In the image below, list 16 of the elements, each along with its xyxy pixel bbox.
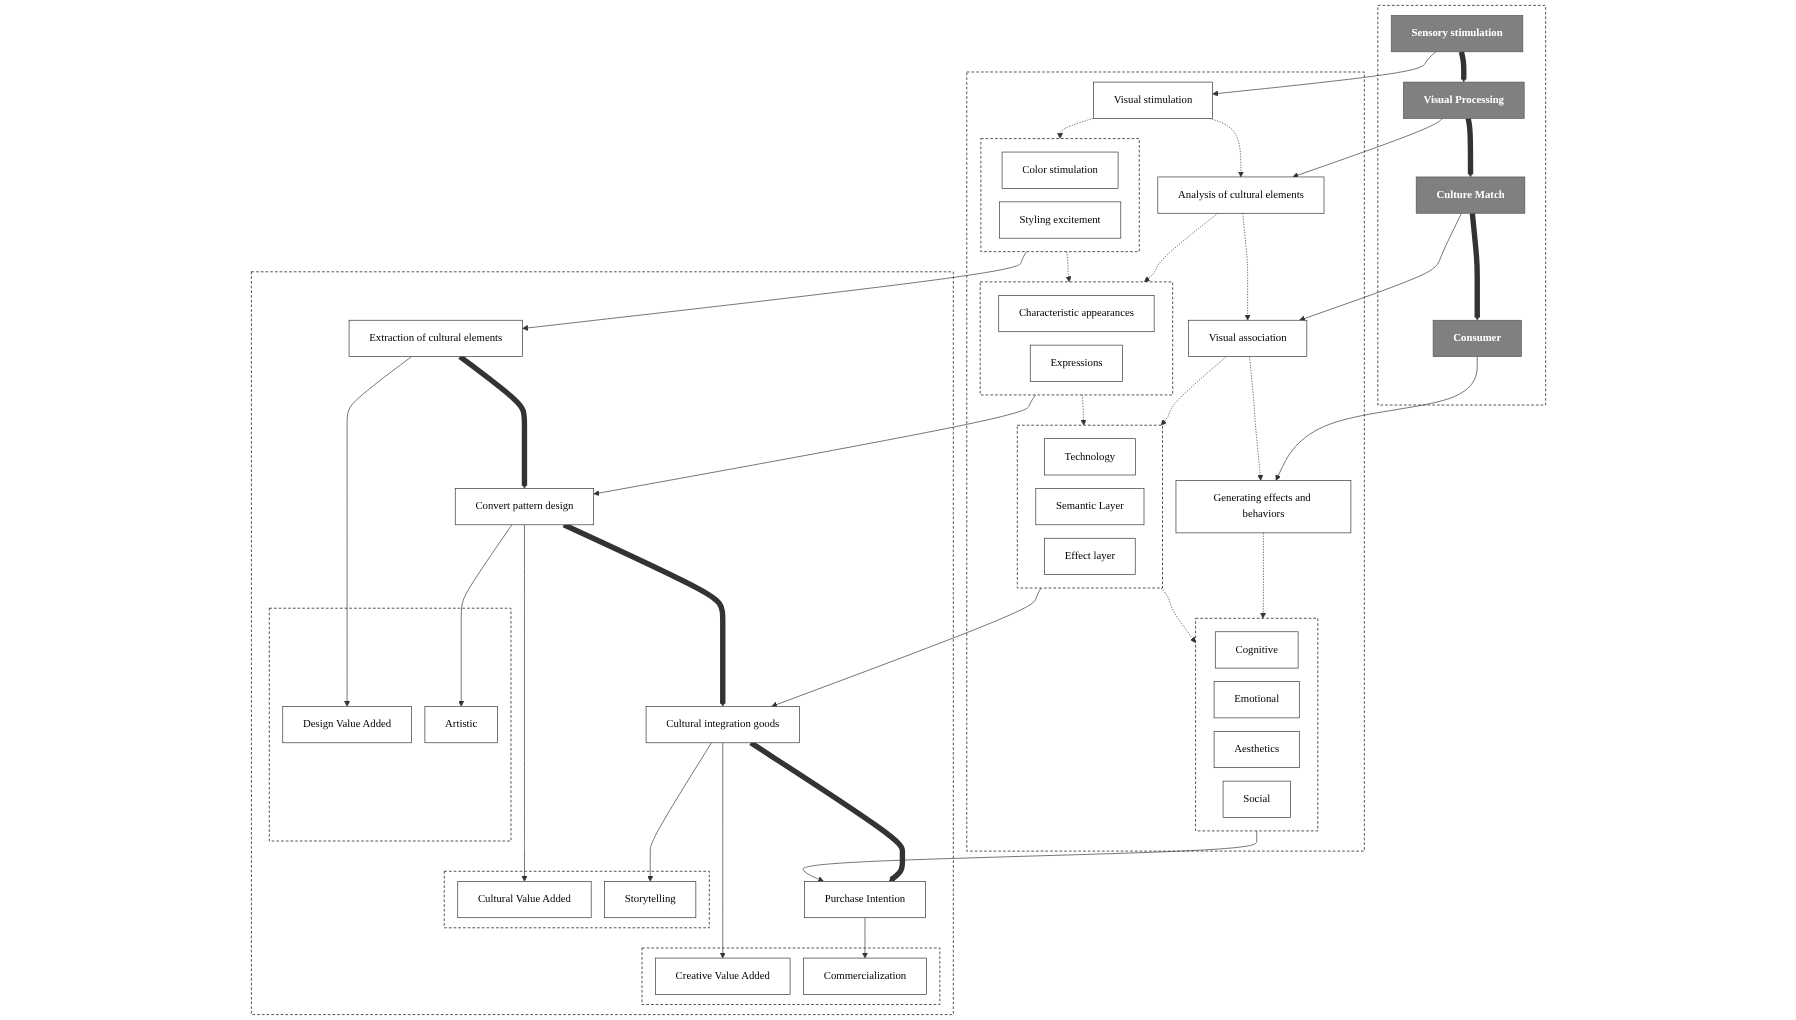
arrow	[1469, 213, 1480, 321]
cluster	[1194, 617, 1318, 832]
cluster	[250, 271, 954, 1015]
cluster	[965, 71, 1365, 852]
arrow	[748, 740, 905, 882]
arrow	[457, 354, 527, 489]
cluster	[979, 281, 1173, 396]
cluster	[641, 947, 940, 1005]
cluster	[980, 138, 1140, 252]
arrow	[1458, 50, 1467, 83]
cluster	[443, 870, 710, 929]
arrow	[562, 522, 726, 707]
cluster	[1016, 424, 1163, 589]
cluster	[268, 607, 511, 842]
arrow	[1464, 117, 1473, 178]
cluster	[1376, 5, 1546, 406]
